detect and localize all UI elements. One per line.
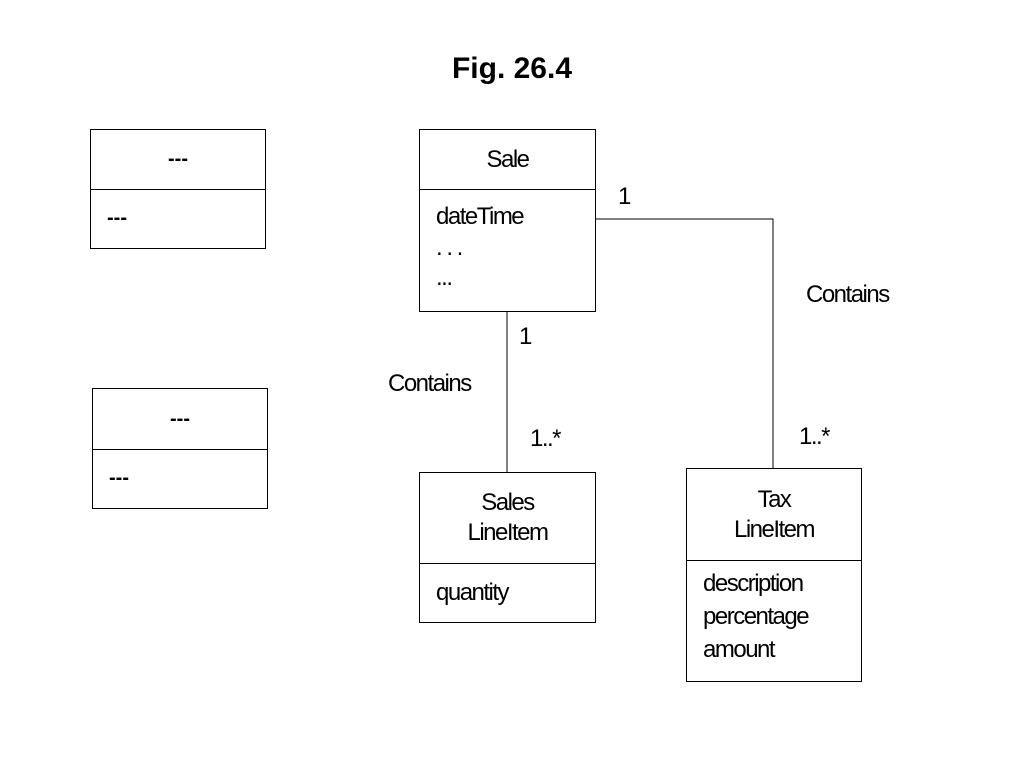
placeholder-class-1: --- --- <box>90 129 266 249</box>
sale-sales-multiplicity-item-end: 1..* <box>530 425 562 452</box>
sale-attribute-datetime: dateTime <box>436 203 525 230</box>
sale-tax-association-label: Contains <box>806 281 890 308</box>
sale-attribute-ellipsis-2: ... <box>436 264 453 291</box>
tax-line-item-name-line2: LineItem <box>733 515 816 543</box>
placeholder-class-2-name: --- <box>170 407 190 430</box>
sales-line-item-name-line1: Sales <box>481 489 535 516</box>
sale-sales-association-label: Contains <box>388 370 472 397</box>
figure-title: Fig. 26.4 <box>451 52 573 85</box>
sales-line-item-name-line2: LineItem <box>467 519 549 546</box>
tax-line-item-name-line1: Tax <box>757 485 792 513</box>
tax-line-item-attribute-percentage: percentage <box>703 603 810 630</box>
sale-class: Sale dateTime . . . ... <box>419 129 596 312</box>
placeholder-class-2: --- --- <box>92 388 268 509</box>
sales-line-item-class: Sales LineItem quantity <box>419 472 596 623</box>
sales-line-item-attribute-quantity: quantity <box>436 579 510 606</box>
tax-line-item-attribute-amount: amount <box>703 636 776 663</box>
sale-sales-multiplicity-sale-end: 1 <box>519 323 532 350</box>
tax-line-item-class: Tax LineItem description percentage amou… <box>686 468 862 682</box>
tax-line-item-attribute-description: description <box>703 570 804 597</box>
sale-tax-multiplicity-sale-end: 1 <box>618 183 631 210</box>
placeholder-class-1-attribute: --- <box>107 207 127 229</box>
sale-tax-association-line <box>595 218 774 468</box>
placeholder-class-2-attribute: --- <box>109 467 129 489</box>
sale-attribute-ellipsis-1: . . . <box>436 234 463 261</box>
sale-class-name: Sale <box>486 145 530 173</box>
sale-tax-multiplicity-item-end: 1..* <box>799 423 831 450</box>
placeholder-class-1-name: --- <box>168 148 188 170</box>
